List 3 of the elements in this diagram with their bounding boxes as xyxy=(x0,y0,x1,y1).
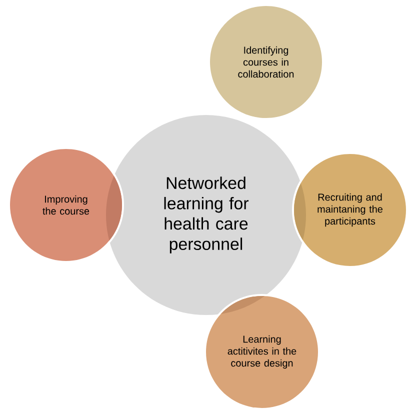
node-label: Learning actitivites in the course design xyxy=(228,335,296,369)
node-label: Improving the course xyxy=(42,195,90,215)
node-label: Recruiting and maintaning the participants xyxy=(318,193,382,227)
